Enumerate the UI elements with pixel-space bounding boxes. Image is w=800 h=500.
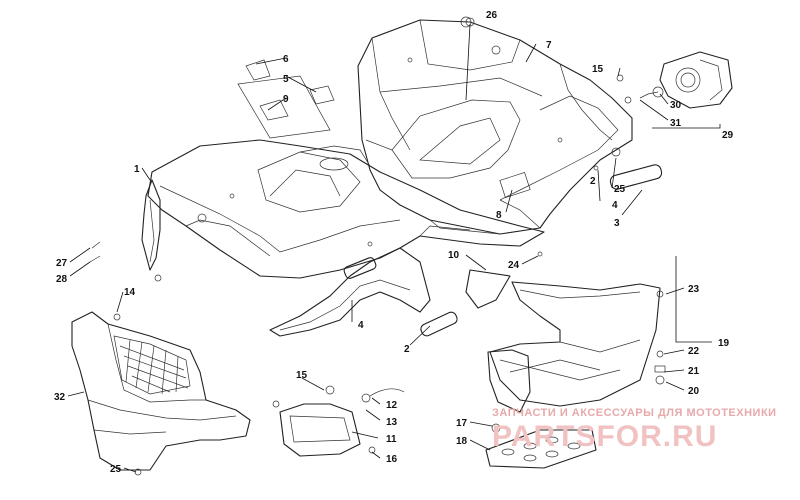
- callout-19: 19: [718, 338, 730, 349]
- callout-4-lower: 4: [358, 320, 364, 331]
- callout-23: 23: [688, 284, 700, 295]
- watermark-tagline: ЗАПЧАСТИ И АКСЕССУАРЫ ДЛЯ МОТОТЕХНИКИ: [492, 407, 777, 419]
- callout-17: 17: [456, 418, 468, 429]
- callout-6: 6: [283, 54, 289, 65]
- callout-15-upper: 15: [592, 64, 604, 75]
- leader-lines: [67, 23, 721, 473]
- grille-mesh: [113, 335, 191, 395]
- front-fender-flaps: [269, 247, 431, 337]
- callout-31: 31: [670, 118, 682, 129]
- callout-2-upper: 2: [590, 176, 596, 187]
- callout-labels: 1 2 2 3 4 4 5 6 7 8 9 10 11 12 13 14 15 …: [54, 10, 734, 475]
- callout-25-lower: 25: [110, 464, 122, 475]
- right-footwell-panel: [487, 281, 661, 413]
- callout-5: 5: [283, 74, 289, 85]
- hardware: [89, 16, 666, 476]
- callout-4-upper: 4: [612, 200, 618, 211]
- callout-2-lower: 2: [404, 344, 410, 355]
- callout-16: 16: [386, 454, 398, 465]
- callout-29: 29: [722, 130, 734, 141]
- callout-13: 13: [386, 417, 398, 428]
- rear-body-panel: [357, 17, 633, 235]
- callout-10: 10: [448, 250, 460, 261]
- callout-14: 14: [124, 287, 136, 298]
- callout-11: 11: [386, 434, 397, 445]
- callout-30: 30: [670, 100, 682, 111]
- callout-1: 1: [134, 164, 140, 175]
- callout-12: 12: [386, 400, 398, 411]
- watermark-brand: PARTSFOR.RU: [492, 420, 717, 453]
- footrest-plate: [485, 429, 597, 469]
- watermark: ЗАПЧАСТИ И АКСЕССУАРЫ ДЛЯ МОТОТЕХНИКИ PA…: [492, 407, 777, 453]
- front-body-panel: [147, 139, 545, 279]
- tail-light-assembly: [624, 51, 733, 109]
- callout-18: 18: [456, 436, 468, 447]
- front-bumper-grille: [71, 311, 251, 471]
- callout-20: 20: [688, 386, 700, 397]
- splash-guard: [465, 269, 511, 309]
- callout-25-upper: 25: [614, 184, 626, 195]
- decals: [237, 59, 335, 139]
- callout-28: 28: [56, 274, 68, 285]
- callout-24: 24: [508, 260, 520, 271]
- callout-8: 8: [496, 210, 502, 221]
- callout-27: 27: [56, 258, 68, 269]
- left-side-panel: [141, 179, 161, 271]
- reflectors: [343, 164, 663, 337]
- callout-9: 9: [283, 94, 289, 105]
- callout-22: 22: [688, 346, 700, 357]
- callout-3: 3: [614, 218, 620, 229]
- headlight-assembly: [272, 385, 405, 457]
- callout-21: 21: [688, 366, 700, 377]
- callout-15-lower: 15: [296, 370, 308, 381]
- callout-26: 26: [486, 10, 498, 21]
- callout-32: 32: [54, 392, 66, 403]
- callout-7: 7: [546, 40, 552, 51]
